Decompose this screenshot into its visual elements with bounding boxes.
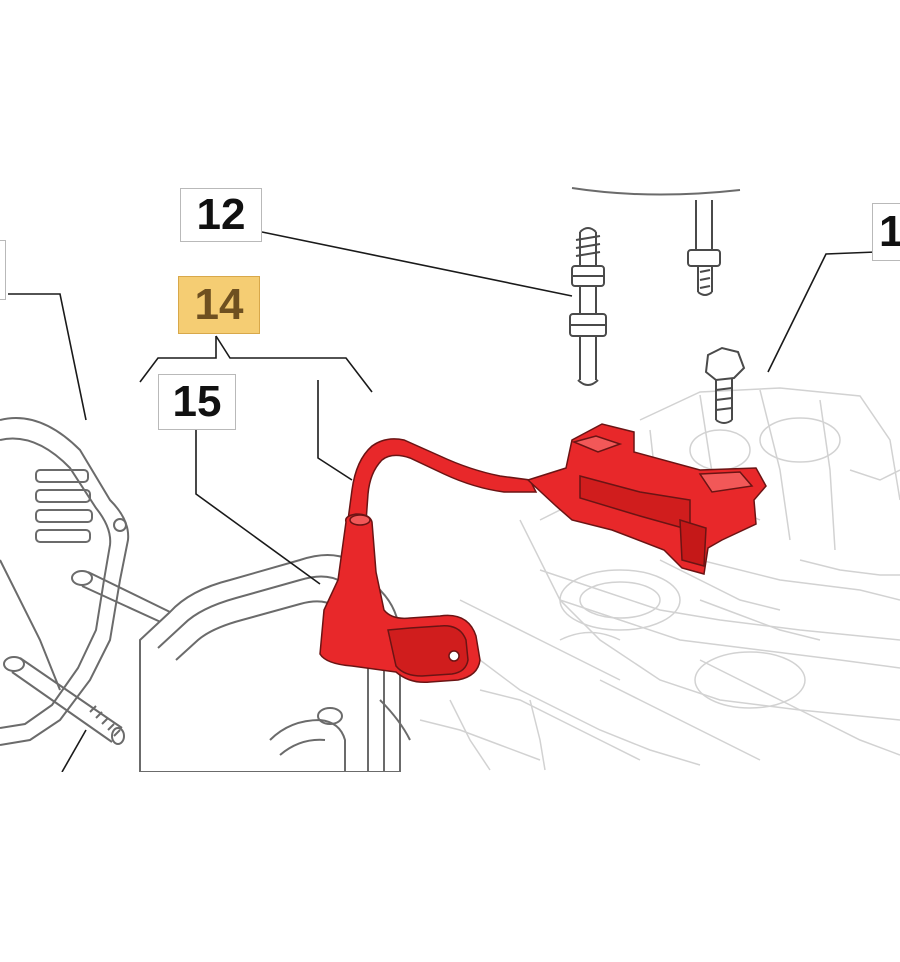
callout-left-partial [0, 240, 6, 300]
hex-bolt [687, 200, 746, 424]
callout-12: 12 [180, 188, 262, 242]
engine-block-background [419, 387, 900, 771]
flywheel-edge [571, 187, 741, 196]
fan-housing [0, 417, 130, 746]
callout-14-highlighted: 14 [178, 276, 260, 334]
callout-1-partial: 1 [872, 203, 900, 261]
ignition-coil-highlight [319, 423, 767, 684]
callout-15: 15 [158, 374, 236, 430]
stud-bolt-12 [569, 227, 607, 386]
stud-bolt [3, 570, 171, 745]
leader-lines [8, 231, 877, 772]
